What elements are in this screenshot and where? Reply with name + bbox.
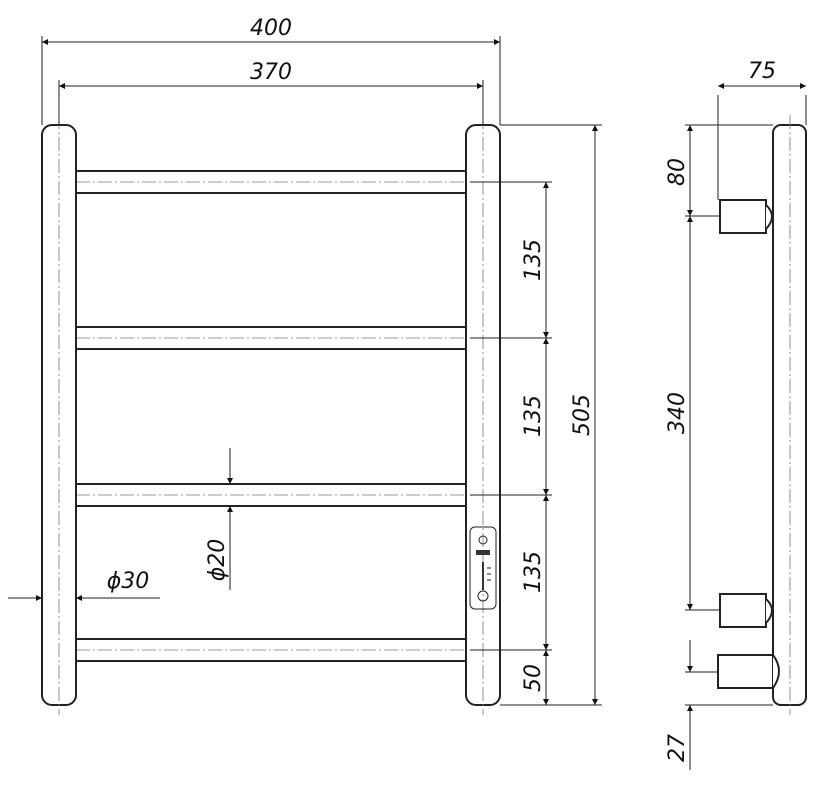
dim-overall-height: 505 (570, 394, 595, 436)
dim-mount-spacing: 340 (665, 392, 690, 434)
side-tube (772, 124, 807, 706)
heater-connector (717, 654, 780, 689)
dim-rung-spacing-2: 135 (521, 395, 546, 437)
front-view: 400 370 135 135 135 50 505 ϕ20 ϕ30 (8, 16, 602, 715)
dim-tube-diameter: ϕ30 (107, 569, 150, 594)
bottom-mount (719, 593, 773, 628)
dim-rung-spacing-3: 135 (521, 551, 546, 593)
top-mount (719, 199, 773, 234)
dim-depth: 75 (748, 59, 776, 84)
dim-center-width: 370 (250, 60, 292, 85)
dim-bottom-offset: 50 (521, 664, 546, 692)
dim-overall-width: 400 (250, 16, 292, 41)
dim-rung-spacing-1: 135 (521, 239, 546, 281)
thermostat-logo (469, 526, 497, 610)
dim-side-bottom-offset: 27 (665, 734, 690, 762)
dim-top-offset: 80 (665, 158, 690, 186)
side-view: 75 80 340 27 (665, 59, 807, 770)
dim-rung-diameter: ϕ20 (205, 539, 230, 582)
